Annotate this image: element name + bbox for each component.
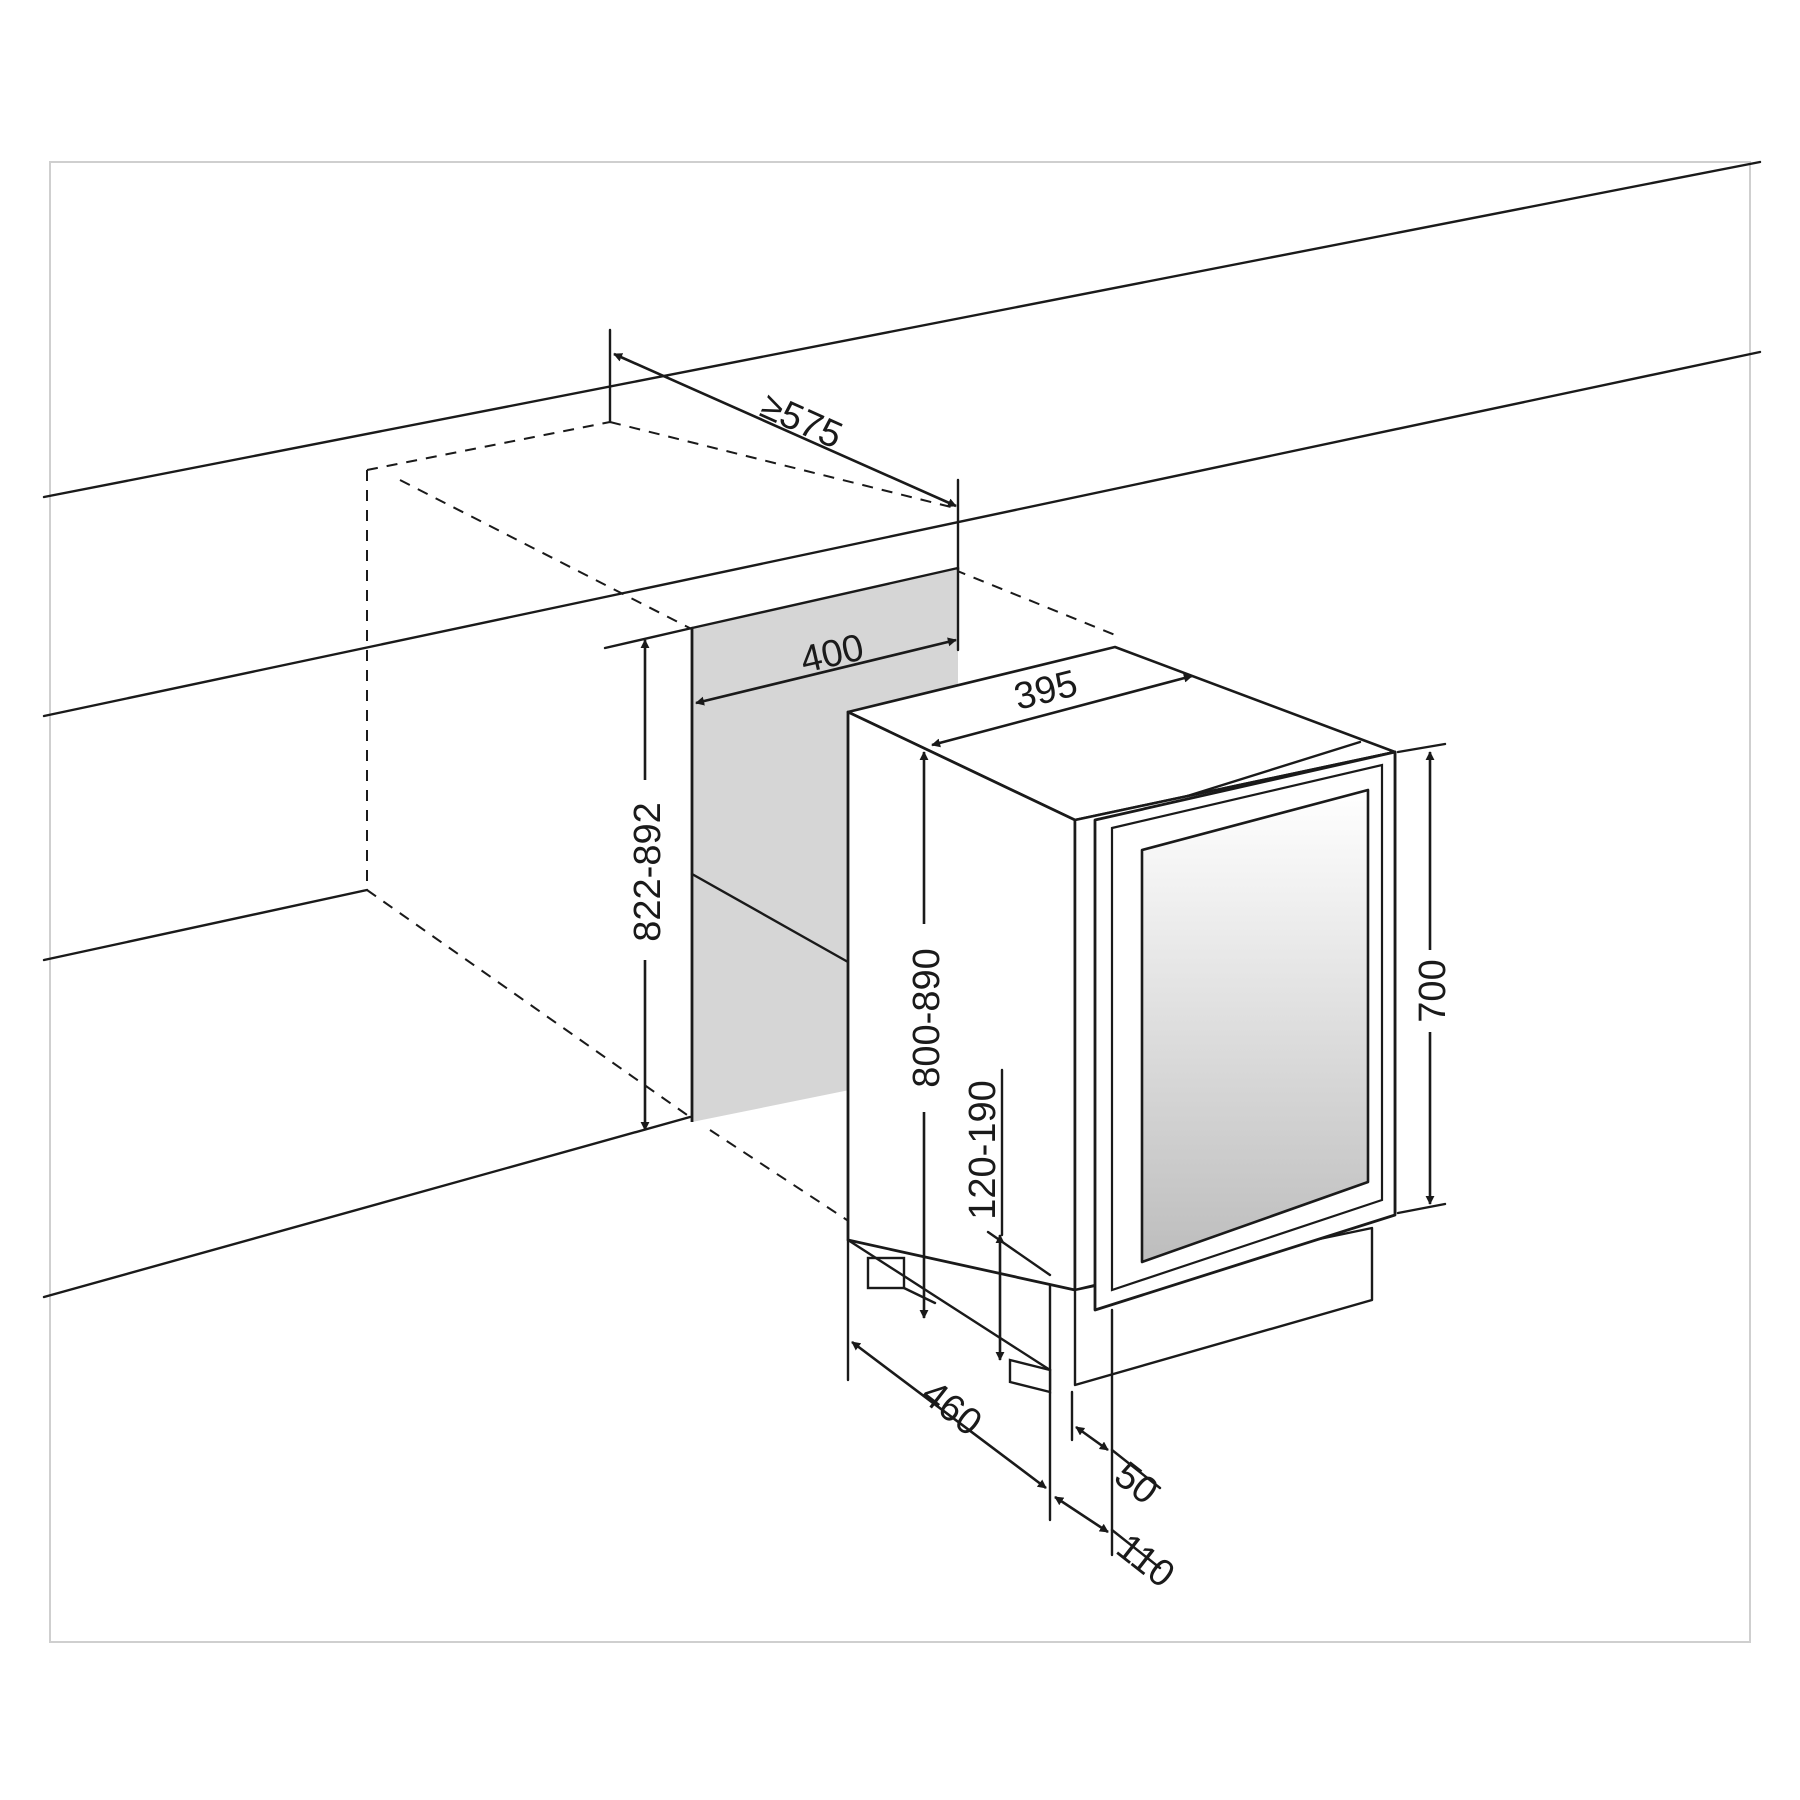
dim-appliance-height-label: 800-890 xyxy=(906,948,948,1087)
dim-niche-depth: ≥575 xyxy=(613,352,957,508)
dim-appliance-height: 800-890 xyxy=(902,751,948,1319)
rear-foot xyxy=(866,1256,906,1290)
extension-lines xyxy=(608,328,1447,1570)
dim-door-height: 700 xyxy=(1408,751,1454,1205)
dim-door-height-label: 700 xyxy=(1412,959,1454,1022)
dim-niche-height: 822-892 xyxy=(622,639,669,1131)
dim-niche-height-label: 822-892 xyxy=(627,802,669,941)
glass-pane xyxy=(1140,788,1370,1264)
dim-niche-depth-label: ≥575 xyxy=(754,385,848,458)
dim-appliance-depth-label: 460 xyxy=(913,1372,989,1444)
dim-door-thickness: 50 xyxy=(1075,1425,1166,1513)
wine-cooler xyxy=(846,645,1397,1394)
dim-plinth-height-label: 120-190 xyxy=(962,1080,1004,1219)
dim-door-offset: 110 xyxy=(1054,1495,1182,1596)
worktop xyxy=(42,160,1762,718)
dim-plinth-height: 120-190 xyxy=(962,1068,1005,1361)
glass-door-inner-frame xyxy=(1110,763,1384,1292)
drawing-frame xyxy=(49,161,1751,1643)
dim-door-thickness-label: 50 xyxy=(1106,1454,1165,1513)
cabinet-left xyxy=(42,888,692,1299)
